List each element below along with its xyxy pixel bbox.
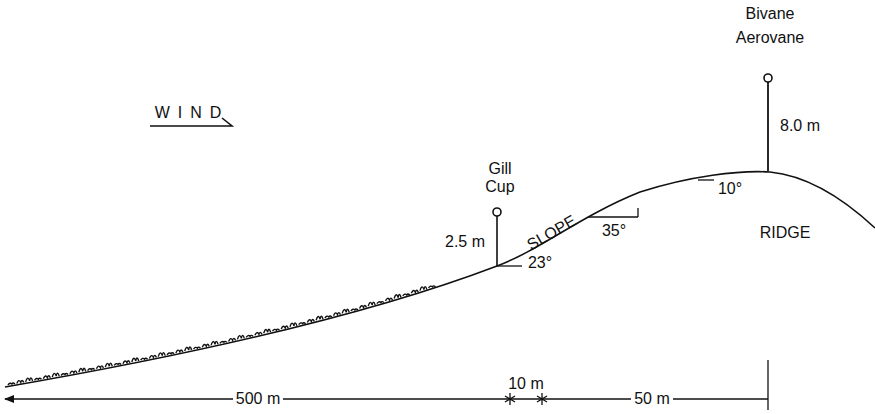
vegetation-stroke (202, 344, 209, 347)
vegetation-stroke (403, 294, 410, 296)
instrument-name: Bivane (746, 5, 795, 23)
vegetation-stroke (88, 369, 95, 371)
angle-label: 23° (528, 254, 552, 272)
vegetation-stroke (70, 371, 77, 374)
terrain-profile (5, 172, 875, 387)
angle-line (637, 208, 638, 217)
vegetation-stroke (290, 323, 297, 327)
wind-label: WIND (155, 104, 230, 122)
vegetation-stroke (307, 319, 314, 322)
vegetation-stroke (149, 355, 156, 358)
vegetation-stroke (229, 338, 236, 341)
vegetation-stroke (193, 347, 200, 349)
vegetation-stroke (8, 383, 15, 385)
vegetation-stroke (264, 329, 271, 333)
vegetation-stroke (96, 366, 103, 369)
vegetation-stroke (79, 368, 86, 372)
vegetation-stroke (211, 341, 218, 345)
vegetation-stroke (411, 290, 418, 293)
instrument-name: Gill Cup (480, 160, 520, 197)
vegetation-stroke (220, 341, 227, 343)
height-dimension: 2.5 m (445, 233, 485, 251)
vegetation-stroke (334, 313, 341, 316)
vegetation-stroke (377, 302, 384, 304)
dimension-tick (505, 393, 515, 405)
gill-mast (496, 216, 498, 266)
vegetation-stroke (123, 361, 130, 364)
dimension-label: 50 m (631, 390, 673, 408)
vegetation-stroke (141, 358, 148, 360)
vegetation-stroke (167, 353, 174, 355)
vegetation-stroke (386, 298, 393, 301)
angle-label: 35° (602, 222, 626, 240)
vegetation-stroke (17, 380, 24, 383)
angle-line (497, 265, 522, 266)
vegetation-stroke (105, 363, 112, 367)
angle-label: 10° (718, 180, 742, 198)
gill-cup-sensor (493, 208, 501, 216)
dimension-label: 500 m (233, 390, 283, 408)
vegetation-stroke (368, 302, 375, 306)
vegetation-stroke (185, 347, 192, 351)
vegetation-stroke (281, 326, 288, 329)
vegetation-stroke (325, 316, 332, 318)
vegetation-stroke (52, 373, 59, 377)
vegetation-stroke (132, 358, 139, 362)
vegetation-stroke (429, 286, 436, 288)
vegetation-stroke (394, 295, 401, 299)
vegetation-stroke (237, 335, 244, 339)
angle-line (588, 216, 638, 217)
slope-label: SLOPE (524, 212, 579, 255)
vegetation-stroke (351, 309, 358, 311)
vegetation-stroke (43, 376, 50, 379)
bivane-mast (767, 82, 769, 171)
vegetation-stroke (26, 378, 33, 382)
vegetation-stroke (246, 335, 253, 337)
vegetation-stroke (158, 353, 165, 357)
vegetation-stroke (360, 306, 367, 309)
vegetation-stroke (35, 378, 42, 380)
vegetation-stroke (342, 309, 349, 313)
vegetation-stroke (176, 350, 183, 353)
ridge-label: RIDGE (760, 224, 811, 242)
instrument-name: Aerovane (736, 29, 805, 47)
angle-line (698, 179, 714, 180)
vegetation-stroke (420, 287, 427, 291)
dimension-tick (767, 360, 768, 410)
vegetation-stroke (316, 316, 323, 320)
vegetation-stroke (299, 323, 306, 325)
vegetation-stroke (272, 329, 279, 331)
dimension-tick (537, 393, 547, 405)
bivane-sensor (764, 74, 772, 82)
vegetation-stroke (61, 373, 68, 375)
height-dimension: 8.0 m (780, 117, 820, 135)
dimension-label: 10 m (505, 375, 547, 393)
vegetation (8, 286, 436, 385)
vegetation-stroke (255, 332, 262, 335)
vegetation-stroke (114, 363, 121, 365)
